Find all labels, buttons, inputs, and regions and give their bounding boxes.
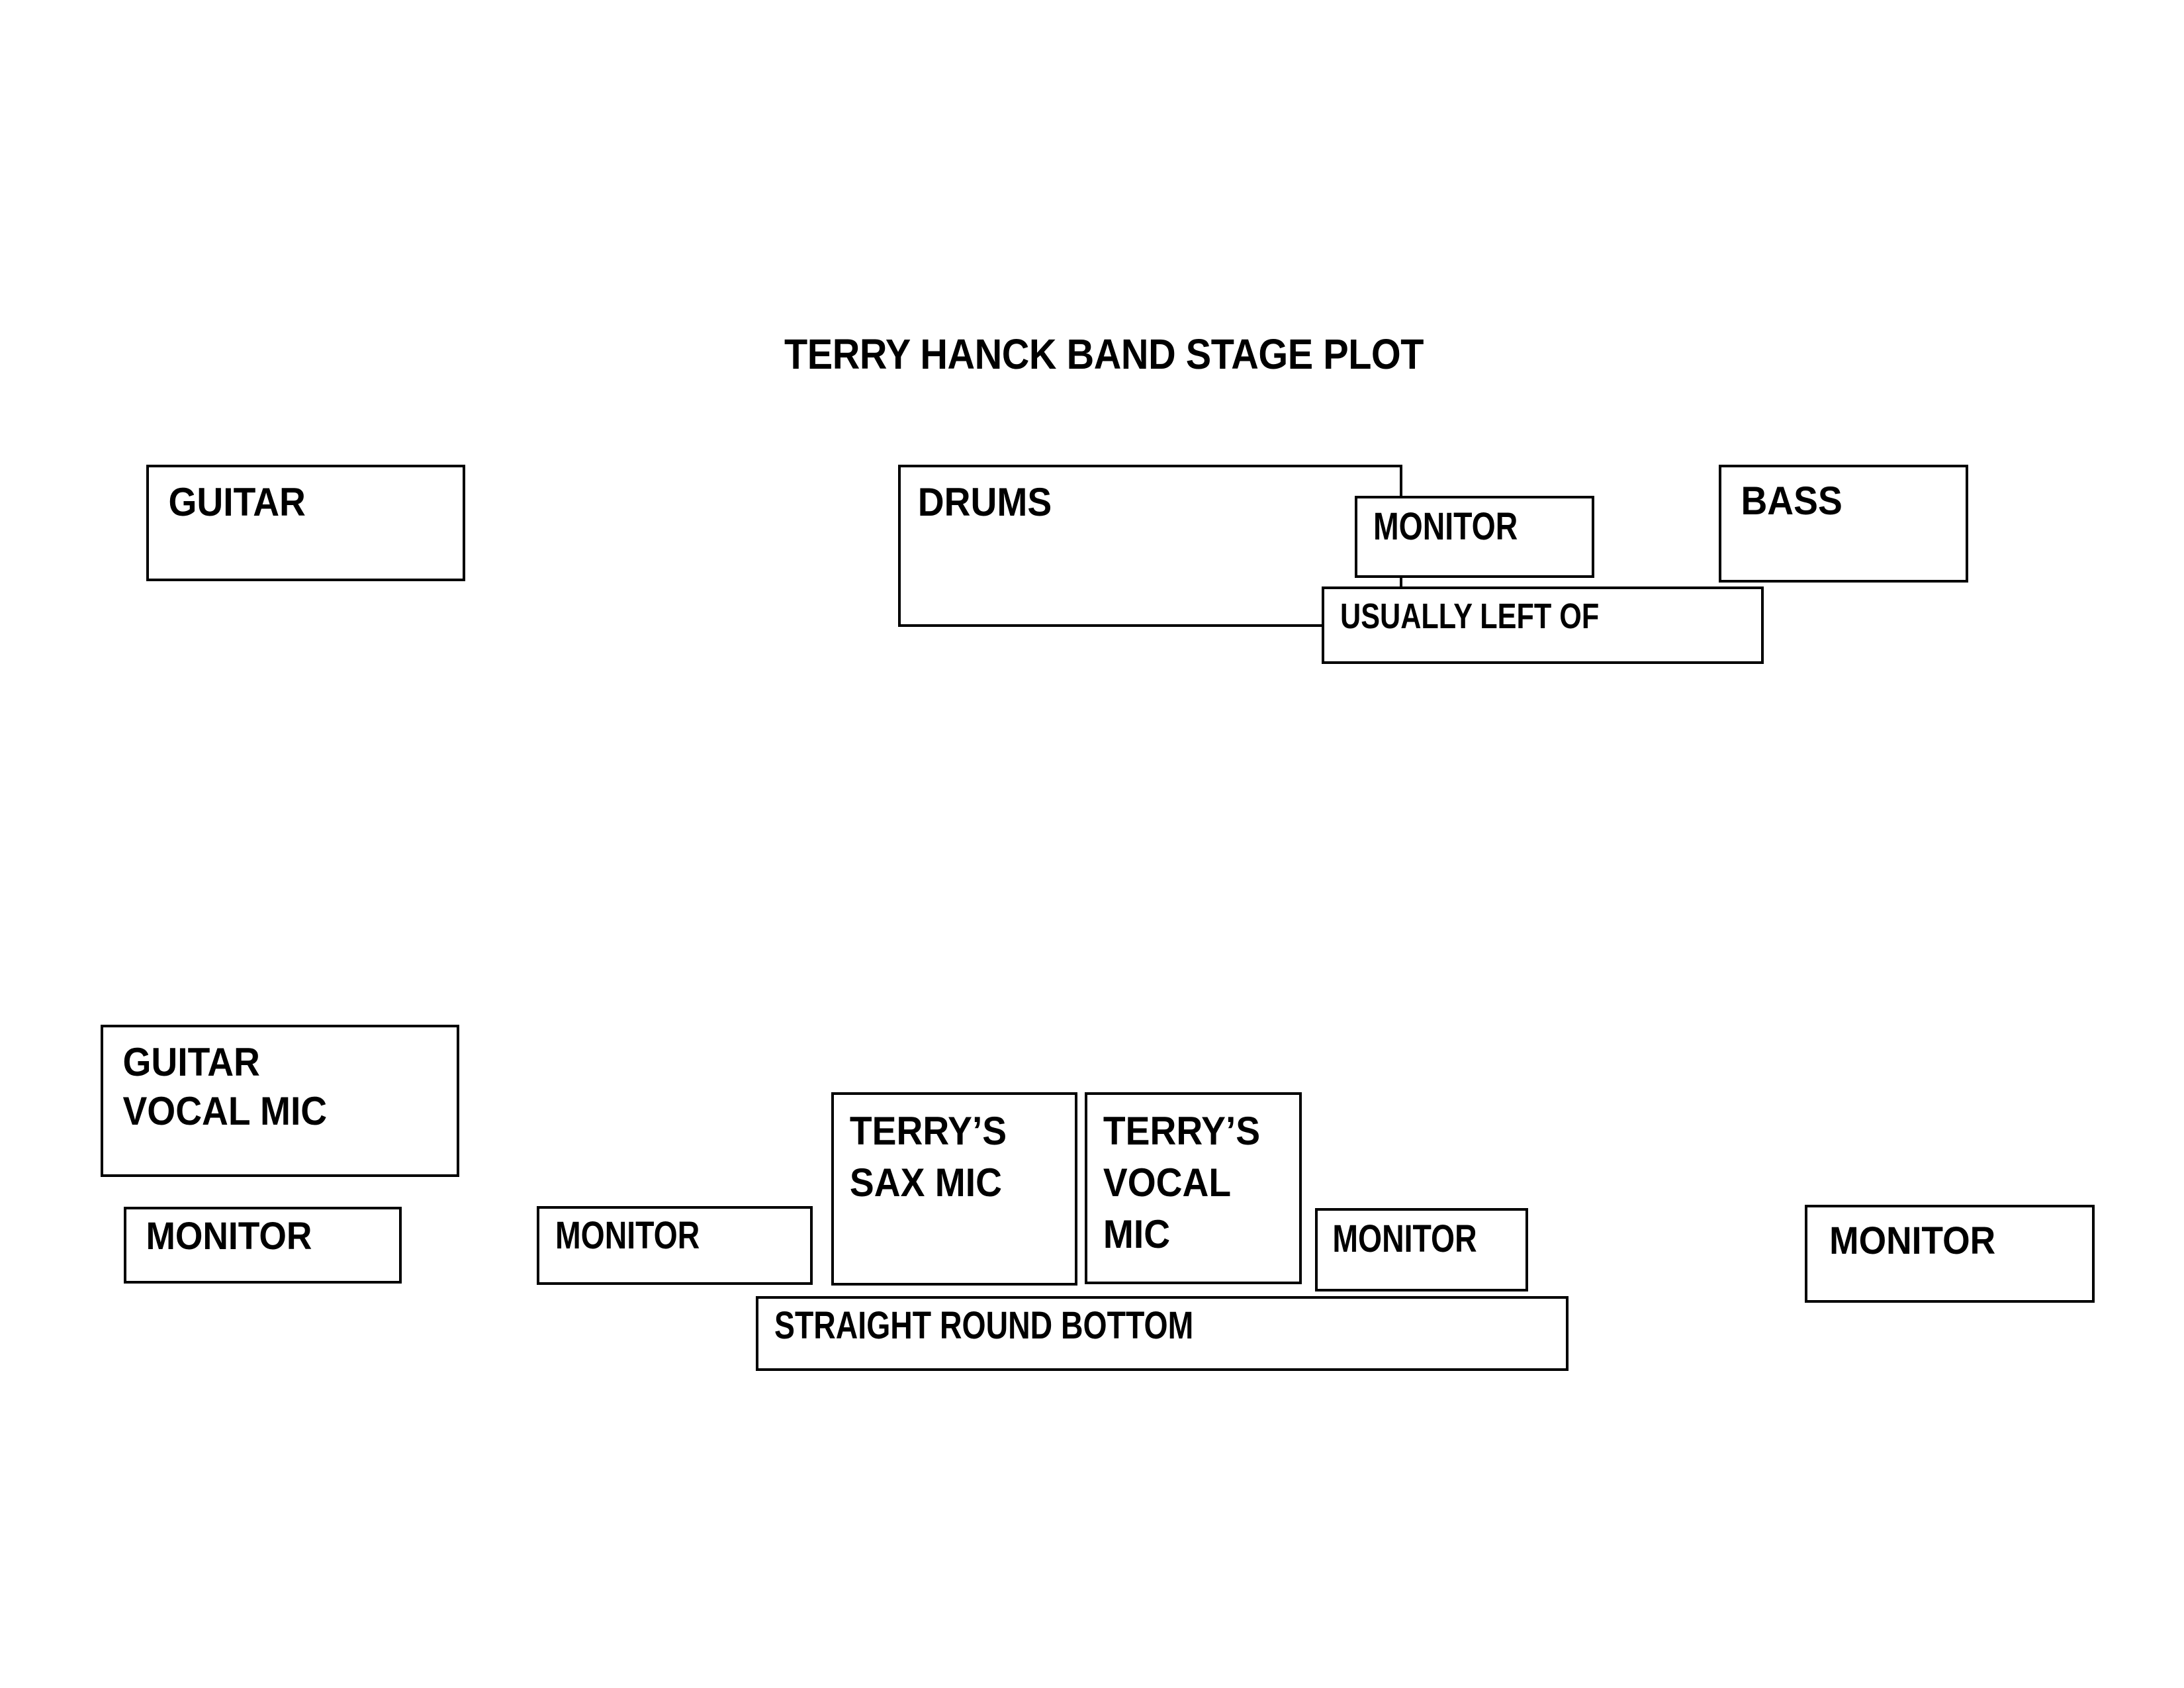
- stage-element-terrys-sax-mic[interactable]: TERRY’S SAX MIC: [831, 1092, 1077, 1286]
- stage-element-label: MONITOR: [1332, 1217, 1477, 1260]
- stage-element-stage-right-monitor[interactable]: MONITOR: [1805, 1205, 2095, 1303]
- stage-element-drums[interactable]: DRUMS: [898, 465, 1402, 627]
- stage-element-guitar-vocal-mic[interactable]: GUITAR VOCAL MIC: [101, 1025, 459, 1177]
- stage-element-terrys-vocal-mic[interactable]: TERRY’S VOCAL MIC: [1085, 1092, 1302, 1284]
- stage-element-center-left-monitor[interactable]: MONITOR: [537, 1206, 813, 1285]
- stage-element-usually-left-of-note[interactable]: USUALLY LEFT OF: [1322, 586, 1764, 664]
- stage-element-label: MONITOR: [555, 1214, 700, 1257]
- stage-element-label: MONITOR: [1829, 1219, 1996, 1262]
- stage-element-label: MONITOR: [146, 1215, 312, 1258]
- stage-element-guitar-monitor[interactable]: MONITOR: [124, 1207, 402, 1284]
- stage-element-label: GUITAR VOCAL MIC: [122, 1040, 328, 1133]
- stage-element-label: USUALLY LEFT OF: [1340, 596, 1600, 636]
- stage-element-label: TERRY’S SAX MIC: [849, 1109, 1007, 1205]
- stage-element-label: GUITAR: [168, 480, 306, 524]
- page-title: TERRY HANCK BAND STAGE PLOT: [784, 330, 1424, 378]
- stage-element-bass-amp[interactable]: BASS: [1719, 465, 1968, 583]
- stage-element-label: STRAIGHT ROUND BOTTOM: [774, 1304, 1194, 1347]
- stage-element-label: BASS: [1741, 479, 1843, 523]
- stage-element-straight-round-bottom-note[interactable]: STRAIGHT ROUND BOTTOM: [756, 1296, 1569, 1371]
- stage-element-drum-monitor[interactable]: MONITOR: [1355, 496, 1594, 578]
- stage-element-label: MONITOR: [1373, 505, 1518, 548]
- stage-element-center-right-monitor[interactable]: MONITOR: [1315, 1208, 1528, 1291]
- stage-element-label: TERRY’S VOCAL MIC: [1103, 1109, 1261, 1256]
- stage-element-guitar-amp[interactable]: GUITAR: [146, 465, 465, 581]
- stage-element-label: DRUMS: [917, 480, 1052, 524]
